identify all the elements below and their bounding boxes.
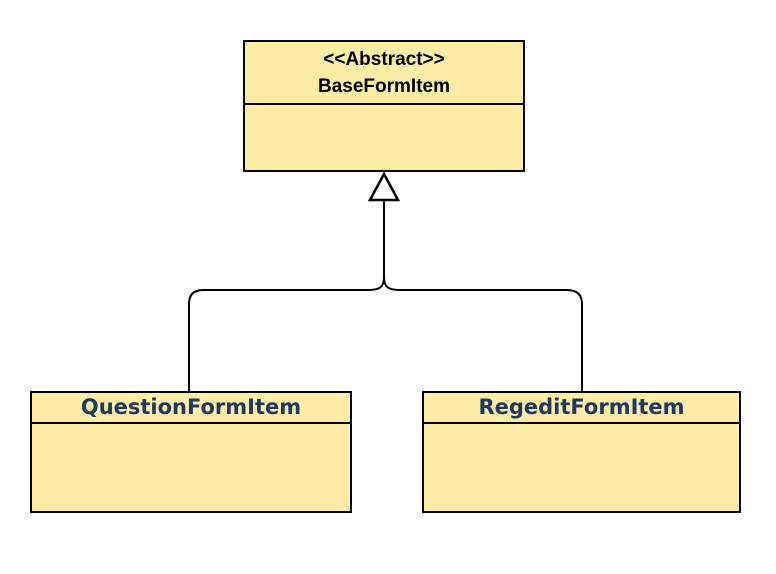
- class-name-compartment: QuestionFormItem: [32, 393, 350, 424]
- class-name-compartment: RegeditFormItem: [424, 393, 739, 424]
- class-members-compartment-empty: [245, 105, 523, 170]
- inheritance-triangle-icon: [367, 171, 401, 202]
- stereotype-label: <<Abstract>>: [323, 48, 445, 70]
- class-box-baseformitem[interactable]: <<Abstract>> BaseFormItem: [243, 40, 525, 172]
- class-box-regeditformitem[interactable]: RegeditFormItem: [422, 391, 741, 513]
- class-name-label: QuestionFormItem: [80, 395, 302, 419]
- class-name-compartment: <<Abstract>> BaseFormItem: [245, 42, 523, 105]
- class-members-compartment-empty: [424, 424, 739, 511]
- class-name-label: RegeditFormItem: [478, 395, 685, 419]
- class-name-label: BaseFormItem: [318, 75, 450, 97]
- generalization-branch-right: [383, 276, 583, 391]
- class-members-compartment-empty: [32, 424, 350, 511]
- class-box-questionformitem[interactable]: QuestionFormItem: [30, 391, 352, 513]
- generalization-branch-left: [188, 276, 385, 391]
